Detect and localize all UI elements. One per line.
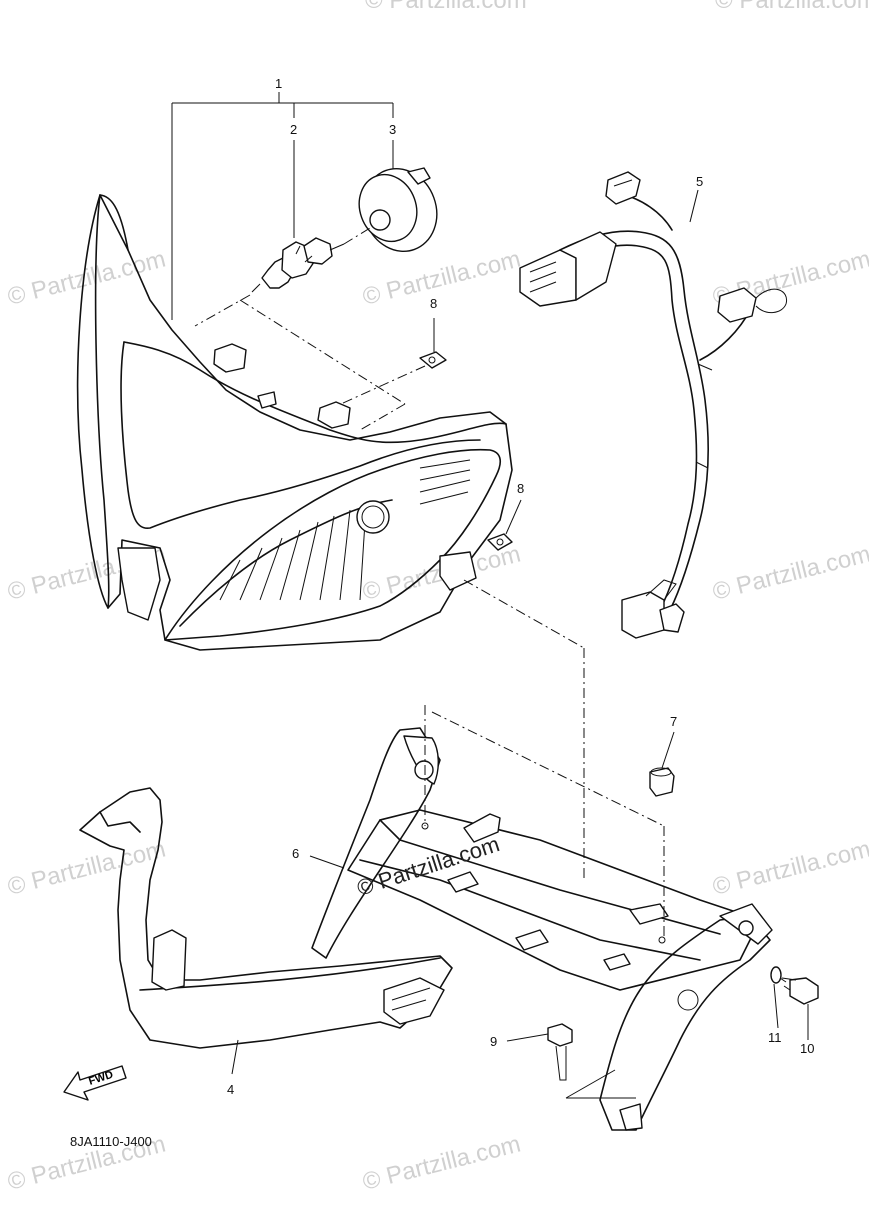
rubber-damper (649, 731, 675, 797)
callout-11: 11 (768, 1030, 782, 1045)
callout-10: 10 (800, 1041, 814, 1056)
callout-1-group (171, 92, 394, 320)
watermark: © Partzilla.com (365, 0, 527, 14)
assembly-lines-top (194, 294, 426, 431)
callout-7: 7 (670, 714, 677, 729)
nut-8-upper (419, 318, 447, 369)
callout-9: 9 (490, 1034, 497, 1049)
callout-3: 3 (389, 122, 396, 137)
callout-2: 2 (290, 122, 297, 137)
center-watermark: © Partzilla.com (354, 831, 503, 901)
callout-labels: 1 2 3 5 8 8 7 6 9 11 10 4 (227, 76, 814, 1097)
callout-8-lower: 8 (517, 481, 524, 496)
watermark: © Partzilla.com (360, 246, 523, 311)
watermark: © Partzilla.com (715, 0, 869, 14)
bulb-socket-cover (343, 167, 438, 253)
diagram-code: 8JA1110-J400 (70, 1134, 152, 1149)
bolt-9 (506, 1023, 636, 1099)
bolt-10 (779, 977, 819, 1040)
nut-8-lower (463, 499, 585, 880)
callout-4: 4 (227, 1082, 234, 1097)
headlight-housing (76, 194, 513, 651)
callout-1: 1 (275, 76, 282, 91)
watermark: © Partzilla.com (710, 541, 869, 606)
headlight-wire-harness (519, 171, 788, 639)
watermark: © Partzilla.com (360, 1131, 523, 1196)
watermark: © Partzilla.com (5, 836, 168, 901)
callout-6: 6 (292, 846, 299, 861)
callout-8-upper: 8 (430, 296, 437, 311)
watermark: © Partzilla.com (710, 836, 869, 901)
fwd-arrow: FWD (63, 1065, 127, 1101)
headlight-bulb (251, 237, 345, 293)
headlight-stay-bracket (309, 705, 773, 1131)
headlight-cover-frame (79, 787, 453, 1075)
washer-11 (770, 966, 782, 1029)
callout-5: 5 (696, 174, 703, 189)
